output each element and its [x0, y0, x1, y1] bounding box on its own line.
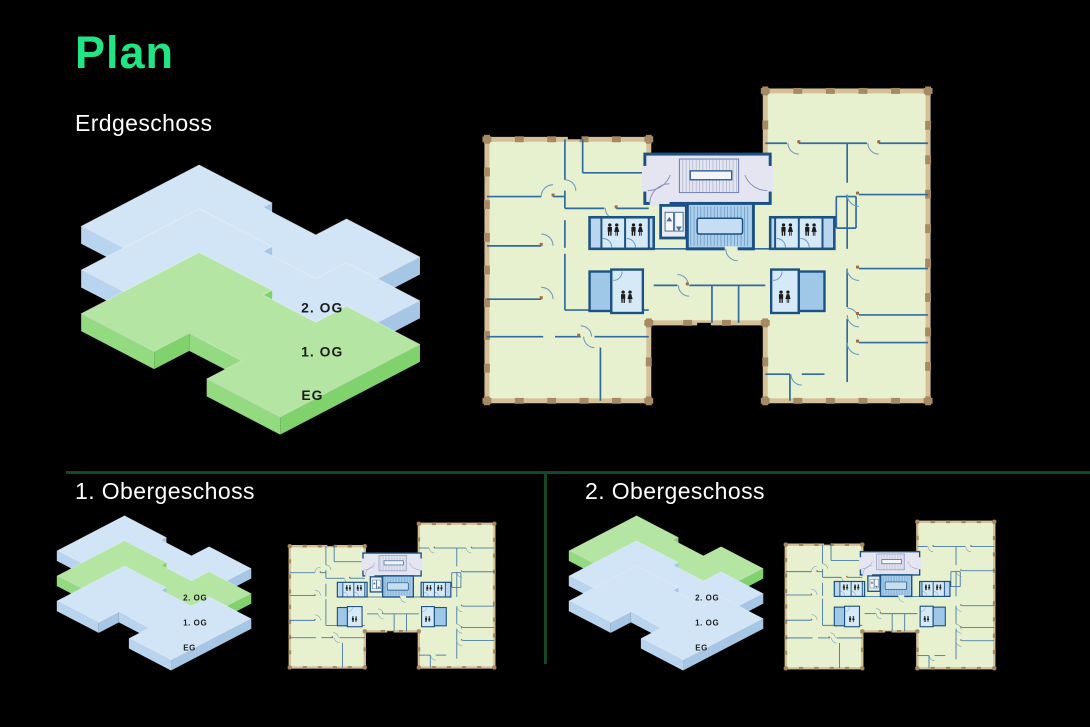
- wc-men-women-icon: [857, 584, 860, 591]
- wc-block: [421, 606, 447, 628]
- isometric-diagram-1-obergeschoss: 2. OG 1. OG EG: [56, 515, 252, 671]
- entry-door-icon: [697, 322, 711, 337]
- wc-men-women-icon: [785, 290, 791, 303]
- wc-men-women-icon: [426, 585, 429, 591]
- divider-horizontal: [66, 471, 1090, 474]
- wc-men-women-icon: [637, 223, 643, 236]
- wc-men-women-icon: [428, 616, 431, 623]
- floorplan-2-obergeschoss: [783, 519, 997, 671]
- wc-men-women-icon: [614, 223, 620, 236]
- stair-handrail: [383, 560, 404, 566]
- section-label-erdgeschoss: Erdgeschoss: [75, 110, 213, 136]
- wc-men-women-icon: [936, 584, 939, 591]
- wc-block: [919, 605, 946, 628]
- entry-door-icon: [387, 631, 394, 638]
- wc-men-women-icon: [437, 585, 440, 591]
- wc-men-women-icon: [354, 616, 358, 623]
- wc-men-women-icon: [359, 585, 363, 591]
- iso-slab: [568, 565, 764, 671]
- wc-men-women-icon: [345, 585, 348, 591]
- wc-men-women-icon: [607, 223, 612, 236]
- iso-floor-label: 2. OG: [301, 300, 343, 316]
- wc-block: [336, 581, 368, 598]
- wc-men-women-icon: [805, 223, 810, 236]
- wc-men-women-icon: [356, 585, 359, 591]
- wc-men-women-icon: [924, 584, 927, 591]
- wc-men-women-icon: [927, 584, 931, 591]
- wc-men-women-icon: [778, 290, 784, 303]
- wc-men-women-icon: [939, 584, 942, 591]
- stair-handrail: [689, 170, 733, 181]
- isometric-diagram-2-obergeschoss: 2. OG 1. OG EG: [568, 515, 764, 671]
- wc-men-women-icon: [852, 616, 855, 622]
- wc-block: [833, 580, 866, 598]
- iso-floor-label: 2. OG: [183, 593, 207, 602]
- section-label-1-obergeschoss: 1. Obergeschoss: [75, 478, 255, 504]
- iso-slab: [80, 251, 421, 435]
- wc-men-women-icon: [854, 584, 857, 591]
- entry-door-icon: [885, 631, 892, 638]
- door-arcs: [314, 547, 472, 661]
- wc-men-women-icon: [811, 223, 817, 236]
- wc-men-women-icon: [849, 616, 852, 622]
- iso-slab: [56, 565, 252, 671]
- iso-floor-label: 1. OG: [695, 619, 719, 628]
- iso-floor-label: 1. OG: [183, 619, 207, 628]
- wc-men-women-icon: [351, 616, 354, 623]
- wc-block: [336, 606, 363, 628]
- iso-floor-label: EG: [695, 644, 708, 653]
- wc-block: [588, 215, 656, 251]
- door-hinge-dots: [810, 545, 972, 641]
- page-title: Plan: [75, 27, 175, 78]
- wc-men-women-icon: [923, 616, 926, 622]
- wc-men-women-icon: [787, 223, 794, 236]
- wc-block: [769, 268, 826, 315]
- iso-floor-label: EG: [183, 644, 196, 653]
- wc-men-women-icon: [348, 585, 352, 591]
- wc-men-women-icon: [842, 584, 845, 591]
- wc-men-women-icon: [440, 585, 443, 591]
- wc-block: [833, 605, 861, 628]
- entry-door-icon: [327, 539, 334, 547]
- wc-block: [768, 215, 836, 251]
- wc-block: [420, 581, 452, 598]
- entry-door-icon: [567, 125, 582, 140]
- wc-men-women-icon: [781, 223, 786, 236]
- stair-handrail: [881, 559, 902, 565]
- floorplan-erdgeschoss: [482, 86, 933, 406]
- wc-men-women-icon: [631, 223, 636, 236]
- door-arcs: [540, 143, 879, 386]
- iso-floor-label: 2. OG: [695, 593, 719, 602]
- wc-men-women-icon: [845, 584, 849, 591]
- wc-men-women-icon: [627, 290, 633, 303]
- staircase-icon: [876, 553, 904, 570]
- iso-floor-label: 1. OG: [301, 343, 343, 359]
- section-label-2-obergeschoss: 2. Obergeschoss: [585, 478, 765, 504]
- wc-men-women-icon: [621, 290, 626, 303]
- divider-vertical: [544, 471, 547, 664]
- isometric-diagram-erdgeschoss: 2. OG 1. OG EG: [80, 164, 421, 435]
- door-hinge-dots: [539, 140, 881, 343]
- door-hinge-dots: [314, 546, 473, 641]
- floorplan-1-obergeschoss: [287, 521, 497, 670]
- entry-door-icon: [824, 538, 831, 545]
- door-arcs: [811, 546, 971, 662]
- wc-block: [919, 580, 951, 598]
- interior-walls: [785, 544, 995, 669]
- wc-block: [588, 268, 645, 315]
- wc-men-women-icon: [926, 616, 930, 622]
- wc-men-women-icon: [425, 616, 428, 623]
- wc-men-women-icon: [429, 585, 432, 591]
- wall-columns: [482, 86, 933, 406]
- iso-floor-label: EG: [301, 387, 323, 403]
